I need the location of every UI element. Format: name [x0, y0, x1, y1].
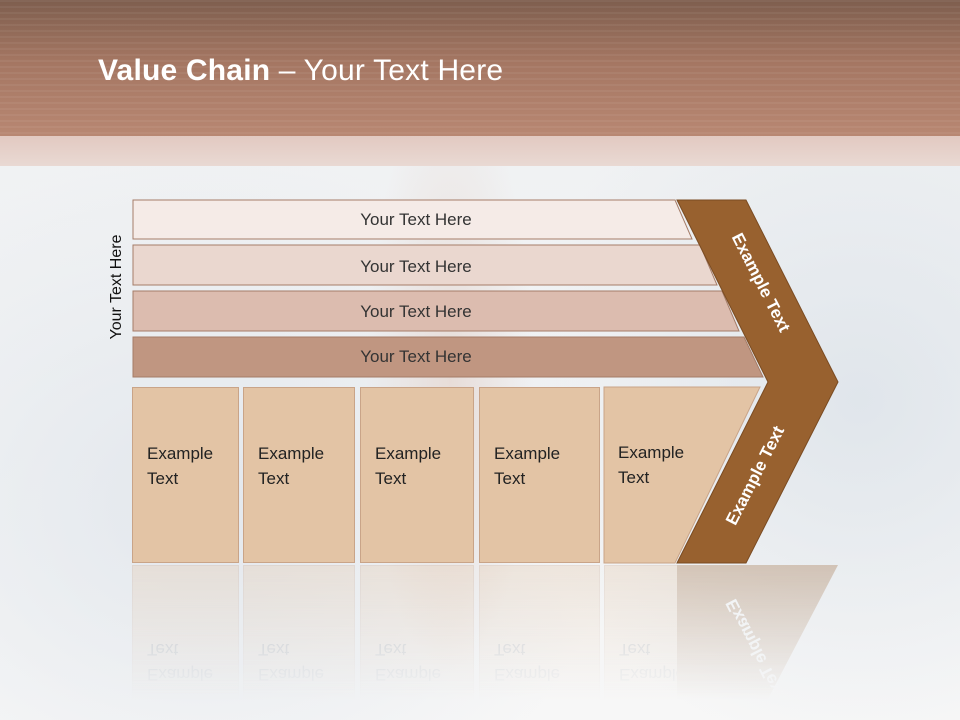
- band-4[interactable]: [132, 336, 764, 378]
- band-1[interactable]: [132, 199, 693, 240]
- band-3-label: Your Text Here: [360, 302, 472, 321]
- slide-title-rest: – Your Text Here: [270, 54, 504, 87]
- band-1-label: Your Text Here: [360, 210, 472, 229]
- reflection-chevron: Example Text: [677, 565, 838, 715]
- slide-title-bold: Value Chain: [98, 54, 271, 87]
- reflection-chevron-shape: [677, 565, 838, 715]
- title-bar: [0, 0, 960, 136]
- band-4-label: Your Text Here: [360, 347, 472, 366]
- title-accent-band: [0, 136, 960, 166]
- band-3[interactable]: [132, 290, 740, 332]
- slide-title[interactable]: Value Chain – Your Text Here: [98, 54, 503, 88]
- band-2-label: Your Text Here: [360, 257, 472, 276]
- band-2[interactable]: [132, 244, 718, 286]
